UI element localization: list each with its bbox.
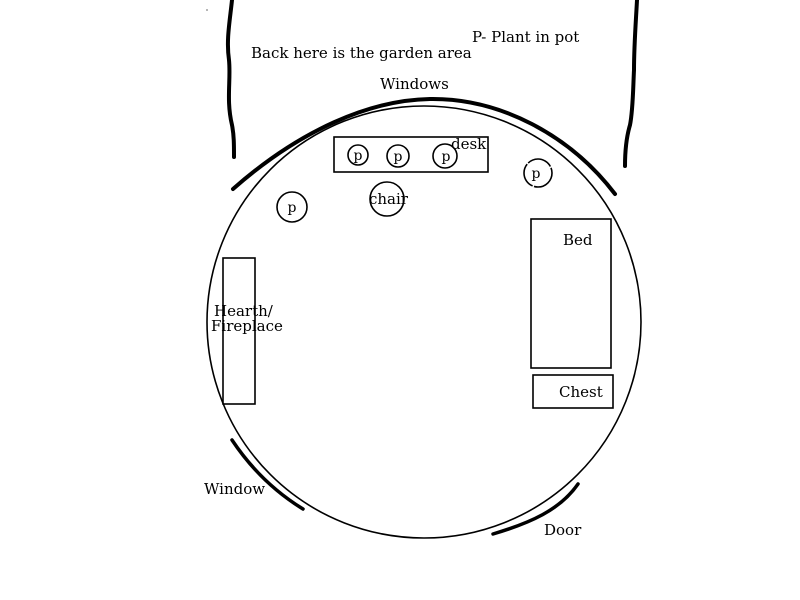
hearth-label-line2: Fireplace [211, 317, 283, 335]
garden-area-label: Back here is the garden area [251, 44, 472, 62]
plant-pot-desk-3 [432, 143, 458, 169]
plant-pot-desk-1-label: p [354, 148, 363, 164]
room-outline [206, 105, 642, 539]
plant-pot-right-label: p [532, 166, 541, 182]
legend-plant-in-pot: P- Plant in pot [472, 28, 579, 46]
chest-label: Chest [559, 383, 603, 401]
plant-pot-left-label: p [288, 200, 297, 216]
chair-label: chair [369, 190, 409, 208]
door-arc [491, 482, 580, 536]
top-windows-arc [231, 96, 617, 196]
bed-label: Bed [563, 231, 593, 249]
desk-label: desk [451, 135, 487, 153]
garden-boundary-right [623, 0, 639, 168]
chair [369, 181, 405, 217]
windows-label: Windows [380, 75, 449, 93]
garden-boundary-left [225, 0, 236, 159]
chest [532, 374, 614, 409]
door-label: Door [544, 521, 582, 539]
plant-pot-desk-2 [386, 144, 410, 168]
plant-pot-desk-3-label: p [442, 149, 451, 165]
plant-pot-left [276, 191, 308, 223]
hearth-label-line1: Hearth/ [214, 302, 274, 320]
plant-pot-right [523, 158, 553, 188]
stray-dot [206, 9, 208, 11]
hearth-fireplace [222, 257, 256, 405]
plant-pot-desk-1 [347, 144, 369, 166]
window-label: Window [204, 480, 265, 498]
desk [333, 136, 489, 173]
bed [530, 218, 612, 369]
bottom-window-arc [230, 438, 305, 511]
plant-pot-desk-2-label: p [394, 149, 403, 165]
